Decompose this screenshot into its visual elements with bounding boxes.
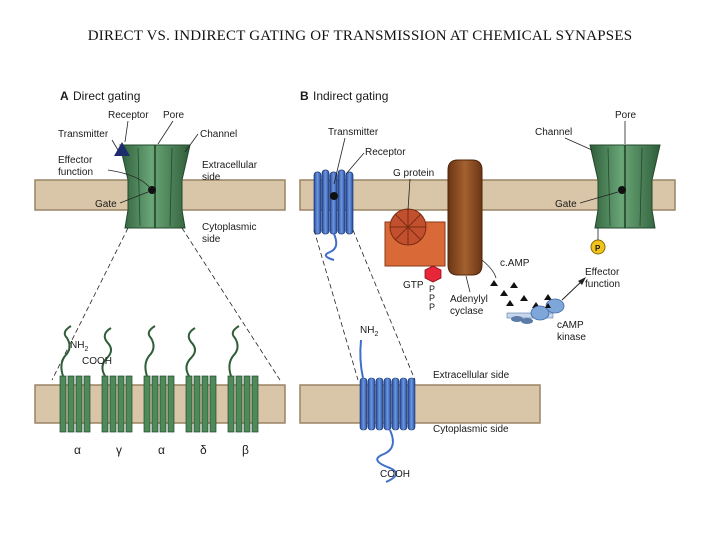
gate-dot-b bbox=[618, 186, 626, 194]
phosphate-symbol: P bbox=[595, 244, 601, 253]
nh2-label-a-sub: 2 bbox=[84, 346, 88, 353]
camp-kinase-label-2: kinase bbox=[557, 332, 586, 343]
gate-label-b: Gate bbox=[555, 199, 577, 210]
subunit-alpha-1: α bbox=[74, 443, 81, 457]
gate-label-a: Gate bbox=[95, 199, 117, 210]
panel-a: A Direct gating Receptor Pore Transmitte… bbox=[34, 89, 286, 457]
adenylyl-label-2: cyclase bbox=[450, 306, 484, 317]
receptor-binding-site-b bbox=[330, 192, 338, 200]
effector-label-b-2: function bbox=[585, 279, 620, 290]
gating-diagram: A Direct gating Receptor Pore Transmitte… bbox=[34, 89, 676, 483]
transmitter-label-b: Transmitter bbox=[328, 127, 379, 138]
cooh-label-a: COOH bbox=[82, 356, 112, 367]
ppp-label-3: P bbox=[429, 302, 435, 312]
indirect-gated-channel bbox=[589, 144, 661, 229]
panel-b-letter: B bbox=[300, 89, 309, 103]
panel-b-title: Indirect gating bbox=[313, 89, 388, 103]
subunit-group bbox=[59, 325, 259, 433]
transmitter-label-a: Transmitter bbox=[58, 129, 109, 140]
nh2-label-b-main: NH bbox=[360, 325, 374, 336]
synapse-figure: A Direct gating Receptor Pore Transmitte… bbox=[30, 80, 680, 500]
camp-molecules bbox=[490, 280, 552, 308]
membrane-b-lower bbox=[299, 384, 541, 424]
subunit-alpha-2: α bbox=[158, 443, 165, 457]
cytoplasmic-label-b: Cytoplasmic side bbox=[433, 424, 509, 435]
camp-kinase-label-1: cAMP bbox=[557, 320, 584, 331]
gtp-hexagon bbox=[424, 265, 442, 283]
transmitter-triangle bbox=[114, 142, 130, 156]
effector-label-a-2: function bbox=[58, 167, 93, 178]
subunit-delta: δ bbox=[200, 443, 207, 457]
camp-label: c.AMP bbox=[500, 258, 530, 269]
adenylyl-cyclase bbox=[447, 159, 483, 276]
panel-b: B Indirect gating GTP P P P bbox=[299, 89, 676, 483]
receptor-label-b: Receptor bbox=[365, 147, 406, 158]
camp-kinase bbox=[506, 298, 565, 324]
effector-label-b-1: Effector bbox=[585, 267, 620, 278]
channel-label-a: Channel bbox=[200, 129, 237, 140]
pore-label-a: Pore bbox=[163, 110, 185, 121]
slide-title: DIRECT VS. INDIRECT GATING OF TRANSMISSI… bbox=[87, 28, 633, 44]
nh2-label-a-main: NH bbox=[70, 340, 84, 351]
cytoplasmic-label-a-2: side bbox=[202, 234, 221, 245]
nh2-label-b-sub: 2 bbox=[374, 331, 378, 338]
gtp-label: GTP bbox=[403, 280, 424, 291]
receptor-helices bbox=[359, 339, 416, 483]
cytoplasmic-label-a-1: Cytoplasmic bbox=[202, 222, 256, 233]
g-protein-coupled-receptor bbox=[313, 169, 354, 261]
effector-label-a-1: Effector bbox=[58, 155, 93, 166]
nh2-label-a: NH2 bbox=[70, 340, 88, 353]
g-protein bbox=[389, 208, 427, 246]
panel-a-letter: A bbox=[60, 89, 69, 103]
subunit-beta: β bbox=[242, 443, 249, 457]
subunit-gamma: γ bbox=[116, 443, 122, 457]
channel-label-b: Channel bbox=[535, 127, 572, 138]
ppp-label-2: P bbox=[429, 293, 435, 303]
receptor-label-a: Receptor bbox=[108, 110, 149, 121]
ppp-label-1: P bbox=[429, 284, 435, 294]
g-protein-label: G protein bbox=[393, 168, 434, 179]
nh2-label-b: NH2 bbox=[360, 325, 378, 338]
direct-gated-channel bbox=[119, 144, 191, 229]
panel-a-title: Direct gating bbox=[73, 89, 140, 103]
pore-label-b: Pore bbox=[615, 110, 637, 121]
adenylyl-label-1: Adenylyl bbox=[450, 294, 488, 305]
cooh-label-b: COOH bbox=[380, 469, 410, 480]
extracellular-label-a-2: side bbox=[202, 172, 221, 183]
extracellular-label-a-1: Extracellular bbox=[202, 160, 258, 171]
extracellular-label-b: Extracellular side bbox=[433, 370, 510, 381]
